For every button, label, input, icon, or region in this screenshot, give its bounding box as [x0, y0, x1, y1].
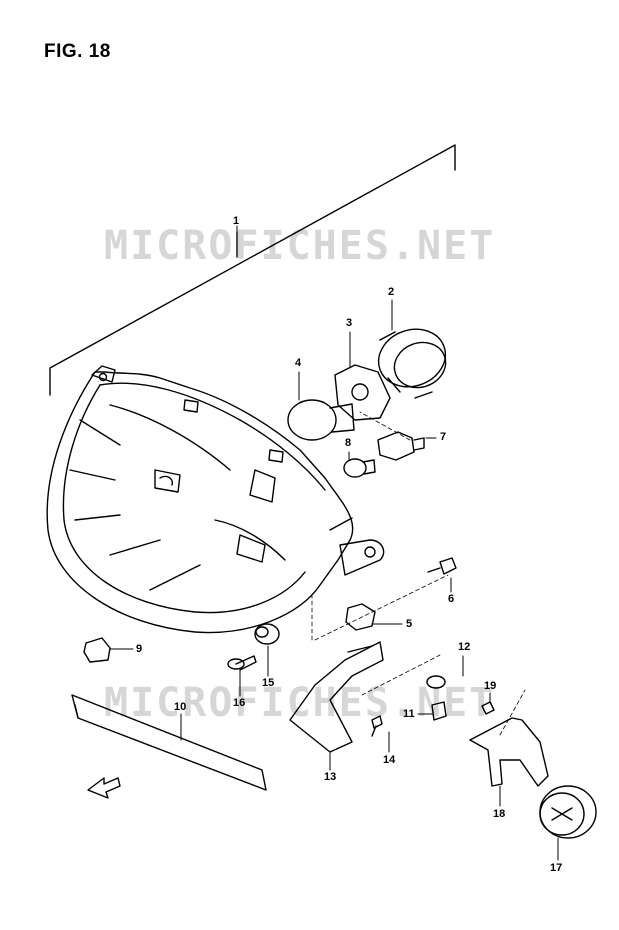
front-arrow	[87, 777, 121, 799]
small-bulb-8	[343, 458, 376, 478]
screw-19	[481, 701, 495, 715]
bolt-16	[227, 655, 257, 671]
screw-6	[427, 557, 457, 575]
screw-14	[371, 715, 383, 737]
watermark-bottom: MICROFICHES.NET	[104, 680, 496, 726]
clip-5	[345, 603, 376, 631]
callout-4: 4	[295, 357, 302, 369]
socket-ring-2	[377, 328, 447, 399]
callout-11: 11	[403, 708, 415, 720]
leader-lines	[109, 225, 559, 861]
bolt-11	[431, 701, 447, 721]
washer-12	[426, 675, 446, 689]
callout-8: 8	[345, 437, 352, 449]
assembly-bracket-1	[49, 144, 456, 396]
assembly-guides	[311, 411, 526, 736]
callout-17: 17	[550, 862, 563, 874]
callout-16: 16	[233, 697, 246, 709]
rubber-15	[254, 623, 280, 645]
callout-10: 10	[174, 701, 187, 713]
callout-5: 5	[406, 618, 413, 630]
callout-18: 18	[493, 808, 506, 820]
callout-13: 13	[324, 771, 337, 783]
horn-17	[539, 785, 597, 839]
bracket-18	[469, 717, 549, 787]
bulb-4	[287, 399, 355, 441]
reflector-strip-10	[71, 694, 267, 791]
callout-2: 2	[388, 286, 395, 298]
grommet-9	[83, 637, 111, 663]
callout-7: 7	[440, 431, 447, 443]
figure-title: FIG. 18	[44, 41, 111, 62]
callout-14: 14	[383, 754, 396, 766]
callout-19: 19	[484, 680, 497, 692]
socket-7	[377, 431, 425, 461]
headlight-housing	[46, 365, 385, 634]
callout-6: 6	[448, 593, 455, 605]
callout-9: 9	[136, 643, 143, 655]
callout-15: 15	[262, 677, 275, 689]
bracket-13	[289, 641, 384, 753]
callout-3: 3	[346, 317, 353, 329]
bulb-holder-3	[334, 364, 391, 421]
callout-1: 1	[233, 215, 240, 227]
callout-12: 12	[458, 641, 471, 653]
